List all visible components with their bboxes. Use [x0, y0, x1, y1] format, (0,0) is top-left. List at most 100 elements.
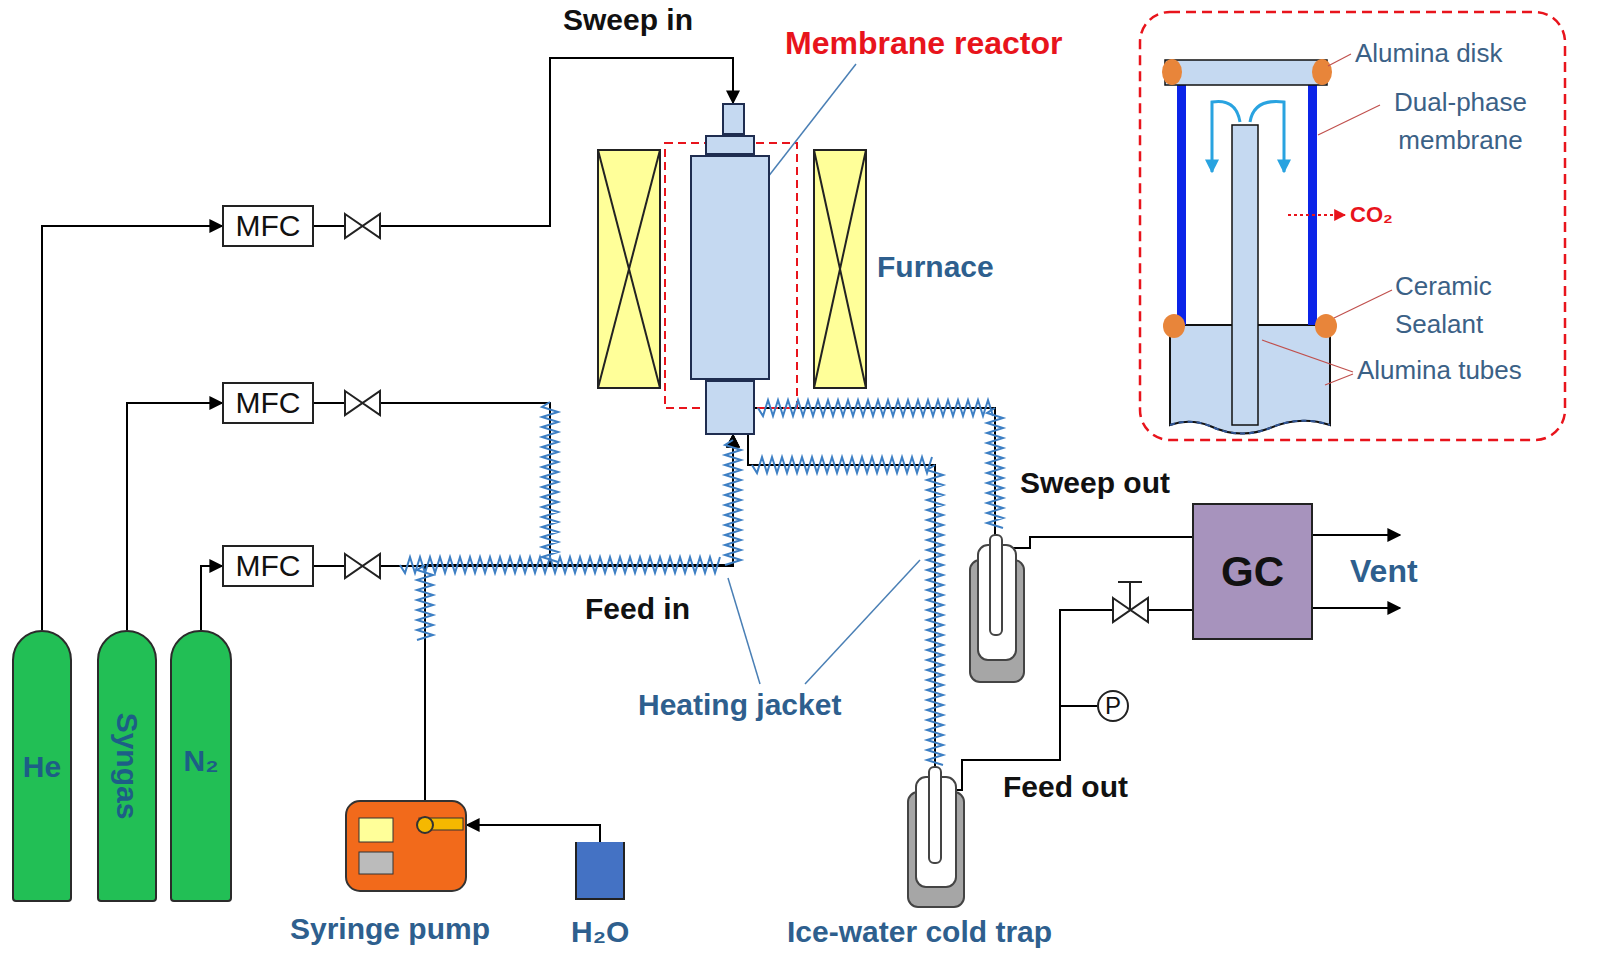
furnace — [598, 150, 660, 388]
pump-outline — [345, 800, 467, 892]
reactor-part — [706, 381, 754, 434]
pipe-connector — [127, 403, 222, 630]
membrane-inset — [1328, 54, 1351, 66]
node-label: N₂ — [172, 744, 230, 778]
gas-cylinder: N₂ — [170, 630, 232, 902]
heating-coil — [542, 402, 558, 562]
node-label: MFC — [236, 386, 301, 420]
furnace — [814, 150, 866, 388]
node-label: MFC — [236, 549, 301, 583]
pipe-connector — [467, 825, 600, 842]
cold-trap — [990, 535, 1002, 635]
cold-trap — [929, 767, 941, 863]
pipe-connector — [748, 435, 1192, 790]
heating-coil — [417, 565, 433, 640]
gas-chromatograph: GC — [1192, 503, 1313, 640]
annotation: Feed out — [1003, 770, 1128, 804]
part-label: Dual-phase membrane — [1383, 84, 1538, 159]
heating-coil — [752, 457, 932, 473]
part-label: CO₂ — [1350, 202, 1393, 228]
pipe-connector — [425, 435, 733, 800]
part-label: Ceramic Sealant — [1395, 268, 1515, 343]
membrane-inset — [1288, 214, 1345, 216]
membrane-inset — [1162, 59, 1182, 85]
reactor-part — [706, 136, 754, 154]
valve — [1118, 581, 1142, 583]
furnace — [814, 150, 866, 388]
reactor-frame — [665, 143, 797, 408]
membrane-inset — [1325, 374, 1353, 385]
node-label: H₂O — [571, 915, 629, 949]
reactor-heading: Membrane reactor — [785, 25, 1062, 62]
membrane-inset — [1232, 125, 1258, 425]
annotation: Sweep out — [1020, 466, 1170, 500]
valve — [345, 214, 380, 238]
membrane-inset — [1312, 59, 1332, 85]
pump-display — [359, 818, 393, 842]
node-label: MFC — [236, 209, 301, 243]
node-label: GC — [1221, 548, 1284, 596]
annotation: Furnace — [877, 250, 994, 284]
vent-arrow — [1313, 607, 1400, 609]
valve — [1129, 582, 1131, 610]
reactor-outline — [690, 103, 770, 435]
cold-trap — [908, 535, 1024, 907]
heating-coil — [758, 400, 993, 416]
membrane-inset — [1318, 105, 1380, 135]
pressure-gauge: P — [1097, 690, 1129, 722]
reactor-part — [691, 156, 769, 379]
membrane-reactor: Membrane reactor — [690, 103, 770, 435]
mass-flow-controller: MFC — [222, 545, 314, 587]
pipe-connector — [42, 226, 222, 630]
leader-line — [764, 64, 856, 182]
vent-arrow — [1313, 534, 1400, 536]
pipe-connector — [314, 403, 733, 565]
heating-coil — [987, 408, 1003, 528]
pipe-connector — [755, 408, 1192, 548]
membrane-inset — [1334, 290, 1392, 318]
leader-line — [805, 560, 920, 684]
water-reservoir: H₂O — [575, 842, 625, 900]
node-label: Syngas — [110, 713, 144, 820]
membrane-inset — [1315, 314, 1337, 338]
leader-line — [728, 560, 920, 684]
node-label: He — [14, 750, 70, 784]
annotation: Sweep in — [563, 3, 693, 37]
mass-flow-controller: MFC — [222, 382, 314, 424]
reactor-part — [723, 104, 744, 134]
valve — [345, 554, 380, 578]
heating-jacket — [400, 400, 1003, 765]
furnace — [598, 150, 660, 388]
heating-coil — [400, 557, 720, 573]
annotation: Vent — [1350, 553, 1418, 590]
valve — [345, 391, 380, 415]
membrane-inset — [1212, 101, 1240, 172]
membrane-inset — [1165, 60, 1327, 85]
furnace — [598, 150, 660, 388]
pump-keypad — [359, 852, 393, 874]
node-label: P — [1105, 692, 1121, 720]
furnace — [598, 150, 866, 388]
gas-cylinder: Syngas — [97, 630, 157, 902]
annotation: Feed in — [585, 592, 690, 626]
membrane-inset — [1162, 59, 1337, 338]
pipe-connector — [314, 435, 733, 566]
membrane-inset — [1308, 85, 1317, 325]
membrane-inset — [1262, 54, 1392, 385]
membrane-inset — [1140, 12, 1565, 440]
annotation: Ice-water cold trap — [787, 915, 1052, 949]
pump-valve — [417, 817, 433, 833]
membrane-inset — [1250, 101, 1284, 172]
annotation: Heating jacket — [638, 688, 841, 722]
pump-body — [346, 801, 466, 891]
membrane-inset — [1163, 314, 1185, 338]
membrane-inset — [1140, 12, 1565, 440]
leader-line — [728, 578, 760, 684]
heating-coil — [725, 440, 741, 565]
membrane-inset — [1262, 340, 1353, 372]
pipe-connector — [201, 566, 222, 630]
membrane-inset — [1177, 85, 1186, 325]
part-label: Alumina tubes — [1357, 355, 1522, 386]
